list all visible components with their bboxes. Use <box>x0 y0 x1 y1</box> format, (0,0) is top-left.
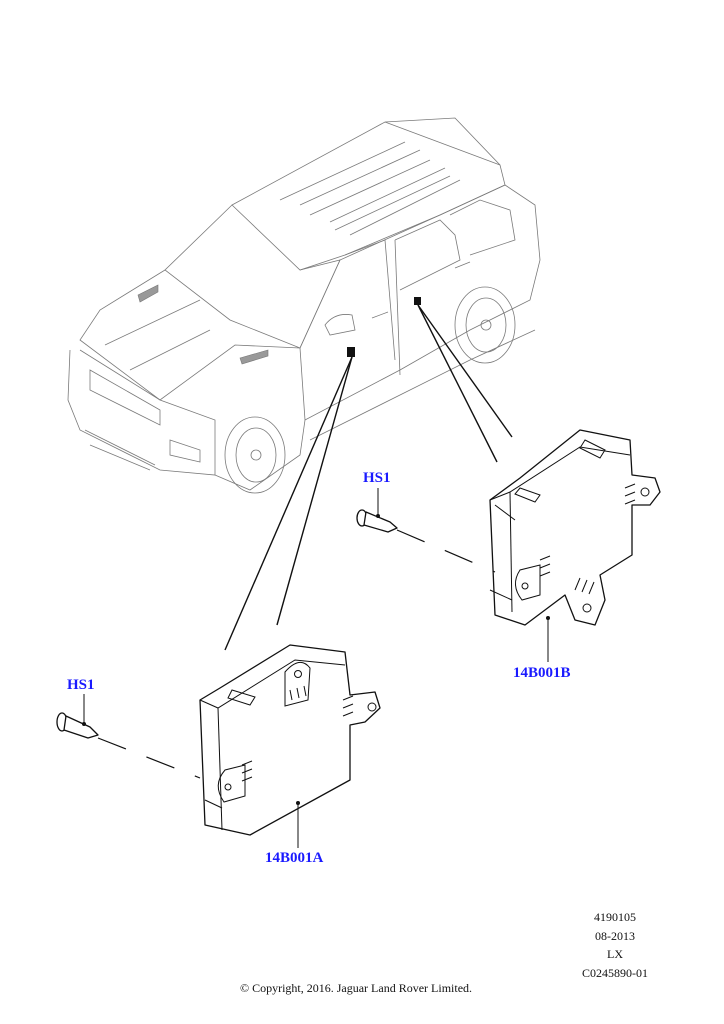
reference-block: 4190105 08-2013 LX C0245890-01 <box>570 908 660 982</box>
reference-date: 08-2013 <box>595 928 635 943</box>
reference-number: 4190105 <box>594 910 636 924</box>
fastener-hs1-upper <box>356 509 398 533</box>
fitment-line-lower <box>97 737 201 779</box>
module-b-location-marker <box>414 297 421 305</box>
fastener-hs1-lower <box>56 712 99 739</box>
callout-14b001b[interactable]: 14B001B <box>513 665 571 681</box>
callout-14b001a[interactable]: 14B001A <box>265 850 324 866</box>
module-14b001a <box>199 644 381 836</box>
module-14b001b <box>489 429 661 626</box>
reference-illustration-id: C0245890-01 <box>582 965 648 980</box>
reference-model-code: LX <box>607 947 623 961</box>
callout-hs1-lower[interactable]: HS1 <box>67 677 95 693</box>
callout-leaders <box>82 488 550 848</box>
fitment-line-upper <box>396 529 496 573</box>
callout-hs1-upper[interactable]: HS1 <box>363 470 391 486</box>
module-a-location-marker <box>347 347 355 357</box>
copyright-notice: © Copyright, 2016. Jaguar Land Rover Lim… <box>239 981 473 995</box>
vehicle-illustration <box>67 117 541 494</box>
leader-lines <box>224 304 513 651</box>
